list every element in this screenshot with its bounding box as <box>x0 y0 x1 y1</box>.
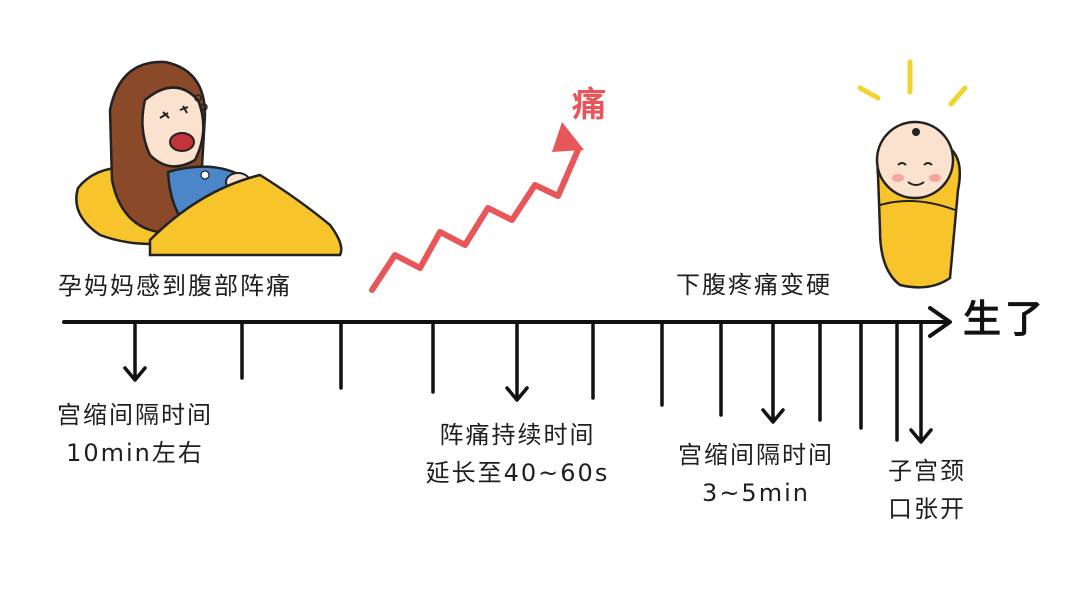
duration-line1: 阵痛持续时间 <box>439 421 596 449</box>
interval-10-line1: 宫缩间隔时间 <box>57 401 213 429</box>
zigzag-arrow-icon <box>369 122 584 293</box>
cervix-label: 子宫颈 口张开 <box>872 457 982 523</box>
duration-line2: 延长至40~60s <box>425 458 610 487</box>
interval-3-line1: 宫缩间隔时间 <box>678 441 834 469</box>
interval-10-line2: 10min左右 <box>66 438 204 467</box>
interval-3-line2: 3~5min <box>702 478 810 507</box>
timeline-ticks <box>240 320 899 442</box>
pregnant-woman-illustration <box>75 60 343 257</box>
swaddled-baby-illustration <box>857 59 968 289</box>
lower-abdomen-label: 下腹疼痛变硬 <box>676 271 832 299</box>
cervix-line1: 子宫颈 <box>888 457 966 485</box>
interval-10-label: 宫缩间隔时间 10min左右 <box>40 401 230 467</box>
duration-label: 阵痛持续时间 延长至40~60s <box>410 421 625 487</box>
timeline-arrows <box>123 320 933 444</box>
pain-label: 痛 <box>572 85 608 125</box>
timeline-axis <box>62 306 952 338</box>
interval-3-label: 宫缩间隔时间 3~5min <box>656 441 856 507</box>
start-label: 孕妈妈感到腹部阵痛 <box>58 272 292 300</box>
born-label: 生了 <box>963 297 1048 341</box>
cervix-line2: 口张开 <box>888 494 966 523</box>
